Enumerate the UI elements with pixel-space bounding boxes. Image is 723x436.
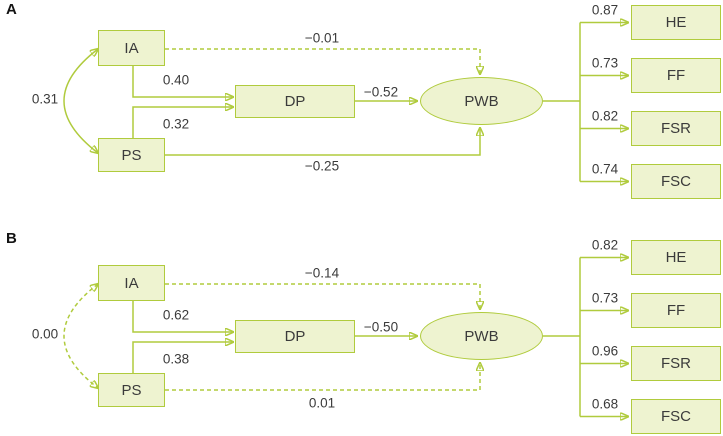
loading-he: 0.87 (591, 2, 619, 18)
loading-ff: 0.73 (591, 290, 619, 306)
node-ps: PS (98, 373, 165, 407)
node-ia: IA (98, 265, 165, 301)
coef-ps-dp: 0.38 (162, 351, 190, 367)
node-he: HE (631, 240, 721, 275)
loading-he: 0.82 (591, 237, 619, 253)
panel-b-letter: B (6, 230, 18, 247)
coef-ia-ps-cov: 0.31 (31, 91, 59, 107)
coef-dp-pwb: −0.52 (363, 84, 399, 100)
ps-dp-arrow (132, 342, 233, 373)
node-ff: FF (631, 293, 721, 328)
coef-ia-dp: 0.40 (162, 72, 190, 88)
node-ia: IA (98, 30, 165, 66)
coef-ia-pwb: −0.01 (304, 30, 340, 46)
loading-fsr: 0.96 (591, 343, 619, 359)
cov-ia-ps-arrow (63, 284, 98, 388)
ps-dp-arrow (132, 107, 233, 138)
coef-dp-pwb: −0.50 (363, 319, 399, 335)
node-dp: DP (235, 320, 355, 353)
node-ff: FF (631, 58, 721, 93)
loading-ff: 0.73 (591, 55, 619, 71)
node-he: HE (631, 5, 721, 40)
node-pwb: PWB (420, 312, 543, 360)
ps-pwb-arrow (165, 128, 480, 156)
coef-ia-pwb: −0.14 (304, 265, 340, 281)
node-pwb: PWB (420, 77, 543, 125)
panel-a-arrows (63, 0, 723, 201)
coef-ps-dp: 0.32 (162, 116, 190, 132)
ps-pwb-arrow (165, 363, 480, 391)
coef-ps-pwb: 0.01 (308, 395, 336, 411)
ia-pwb-arrow (165, 283, 480, 309)
panel-b-arrows (63, 235, 723, 436)
ia-dp-arrow (132, 66, 233, 97)
panel-b: IA PS DP PWB HE FF FSR FSC 0.00 0.62 0.3… (0, 235, 723, 436)
node-fsc: FSC (631, 399, 721, 434)
ia-pwb-arrow (165, 48, 480, 74)
coef-ps-pwb: −0.25 (304, 158, 340, 174)
panel-a: IA PS DP PWB HE FF FSR FSC 0.31 0.40 0.3… (0, 0, 723, 201)
node-fsr: FSR (631, 111, 721, 146)
loading-fsc: 0.68 (591, 396, 619, 412)
panel-a-letter: A (6, 1, 18, 18)
loading-fsr: 0.82 (591, 108, 619, 124)
coef-ia-ps-cov: 0.00 (31, 326, 59, 342)
node-ps: PS (98, 138, 165, 172)
node-fsr: FSR (631, 346, 721, 381)
node-fsc: FSC (631, 164, 721, 199)
coef-ia-dp: 0.62 (162, 307, 190, 323)
node-dp: DP (235, 85, 355, 118)
ia-dp-arrow (132, 301, 233, 332)
cov-ia-ps-arrow (63, 49, 98, 153)
loading-fsc: 0.74 (591, 161, 619, 177)
